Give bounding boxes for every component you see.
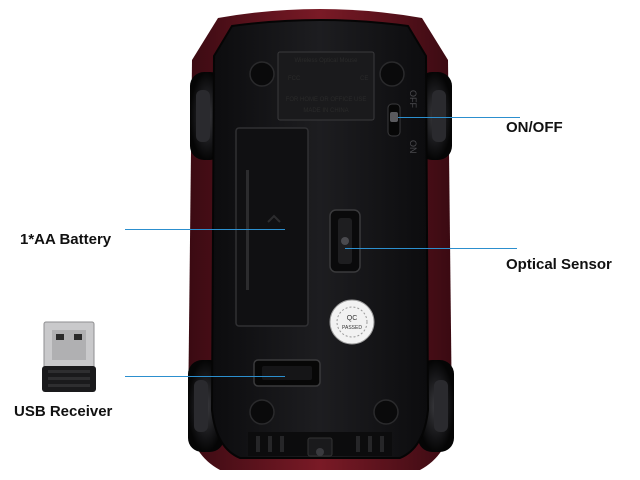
usb-receiver-dongle: [42, 321, 96, 392]
power-switch: [387, 103, 401, 137]
callout-label-battery: 1*AA Battery: [20, 231, 112, 248]
receiver-storage-slot: [253, 359, 321, 387]
callout-label-on-off: ON/OFF: [506, 119, 563, 136]
qc-seal-line-1: QC: [347, 315, 358, 322]
callout-label-optical-sensor: Optical Sensor: [506, 256, 612, 273]
switch-label-on: ON: [408, 140, 418, 154]
callout-label-usb-receiver: USB Receiver: [14, 403, 113, 420]
ce-mark: CE: [360, 76, 368, 82]
mouse-foot-top-right: [379, 61, 405, 87]
sticker-line-3: MADE IN CHINA: [303, 108, 348, 114]
fcc-mark: FCC: [288, 76, 301, 82]
mouse-foot-top-left: [249, 61, 275, 87]
battery-cover: [235, 127, 309, 327]
mouse-foot-bottom-right: [373, 399, 399, 425]
callout-line-usb-receiver: [125, 376, 285, 377]
sticker-line-2: FOR HOME OR OFFICE USE: [286, 97, 367, 103]
optical-sensor: [329, 209, 361, 273]
mouse-foot-bottom-left: [249, 399, 275, 425]
spec-sticker: Wireless Optical Mouse FCC CE FOR HOME O…: [277, 51, 375, 121]
switch-label-off: OFF: [408, 90, 418, 108]
rear-grille: [248, 432, 392, 457]
sticker-line-1: Wireless Optical Mouse: [294, 58, 358, 64]
callout-line-optical-sensor: [345, 248, 517, 249]
qc-seal-line-2: PASSED: [342, 325, 362, 331]
callout-line-battery: [125, 229, 285, 230]
qc-seal: QC PASSED: [329, 299, 375, 345]
callout-line-on-off: [398, 117, 520, 118]
